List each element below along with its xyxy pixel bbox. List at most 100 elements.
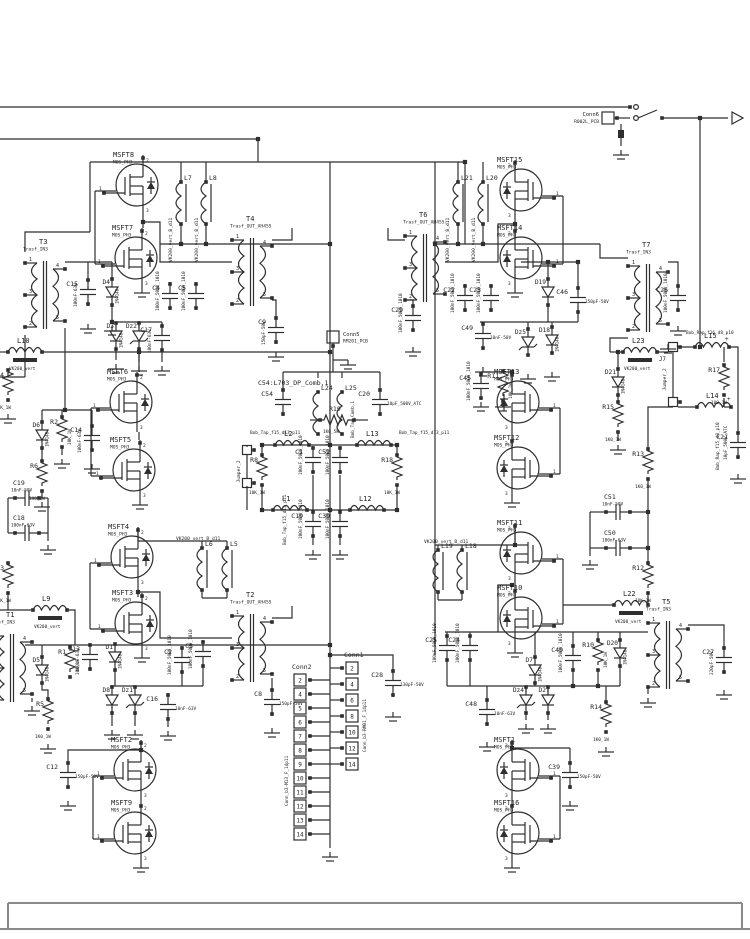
pin-Conn1-14[interactable] xyxy=(345,757,359,771)
inductor-L13[interactable]: L13 xyxy=(355,430,393,447)
zener-Dz1[interactable]: Dz1 xyxy=(122,685,145,715)
pin-Conn2-2[interactable] xyxy=(293,673,307,687)
pin-Conn2-4[interactable] xyxy=(293,687,307,701)
output-port[interactable] xyxy=(731,110,745,126)
inductor-L12[interactable]: L12 xyxy=(348,495,386,512)
inductor-L14[interactable]: +L14 xyxy=(695,392,733,409)
pin-Conn2-12[interactable] xyxy=(293,799,307,813)
inductor-L25[interactable]: L25 xyxy=(336,384,357,436)
inductor-L15[interactable]: +L15 xyxy=(693,332,731,349)
zener-Dz2[interactable]: Dz2 xyxy=(126,321,149,351)
jumper-j1[interactable]: Jumper_2 xyxy=(236,444,256,489)
inductor-L6[interactable]: L6 xyxy=(196,540,213,592)
pin-Conn2-9[interactable] xyxy=(293,757,307,771)
diode-D19[interactable]: D19 xyxy=(535,277,556,307)
pin-Conn2-5[interactable] xyxy=(293,701,307,715)
pin-Conn2-14[interactable] xyxy=(293,827,307,841)
capacitor-C54[interactable]: C54 xyxy=(261,388,291,416)
resistor-R4[interactable]: R410K_1W xyxy=(0,368,15,411)
inductor-L7[interactable]: L7 xyxy=(175,174,192,226)
inductor-L21[interactable]: L21 xyxy=(452,174,473,226)
pin-Conn2-13[interactable] xyxy=(293,813,307,827)
pin-Conn2-7[interactable] xyxy=(293,729,307,743)
diode-D8[interactable]: D8 xyxy=(103,685,120,715)
resistor-R3[interactable]: R310K_1W xyxy=(0,561,15,604)
pin-Conn1-12[interactable] xyxy=(345,741,359,755)
inductor-L20[interactable]: L20 xyxy=(477,174,498,226)
relay-undefined[interactable] xyxy=(628,103,664,121)
inductor-L2[interactable]: L2 xyxy=(273,430,311,447)
pin-Conn2-10[interactable] xyxy=(293,771,307,785)
pin-Conn2-6[interactable] xyxy=(293,715,307,729)
inductor-L1[interactable]: L1 xyxy=(271,495,309,512)
zener-Dz4[interactable]: Dz4 xyxy=(513,685,536,715)
pin-Conn1-6[interactable] xyxy=(345,693,359,707)
inductor-L8[interactable]: L8 xyxy=(200,174,217,226)
